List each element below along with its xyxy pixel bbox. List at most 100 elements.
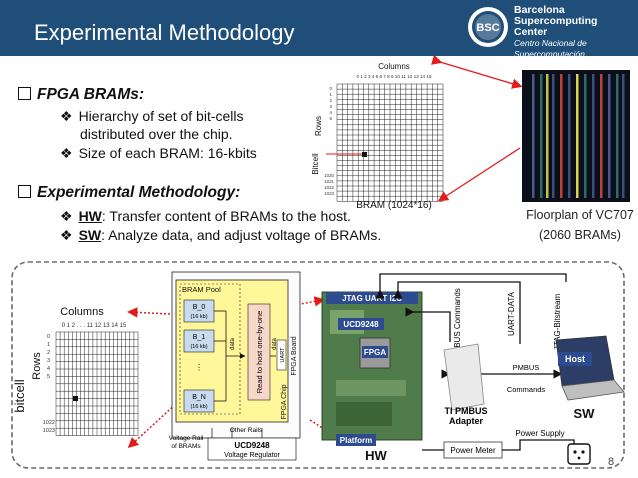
- voltage-rail-label: Voltage Rail: [169, 435, 204, 442]
- svg-text:0: 0: [330, 86, 333, 91]
- slide-title: Experimental Methodology: [34, 20, 295, 45]
- host-label: Host: [565, 354, 585, 364]
- jtag-bitstream-label: JTAG-Bitstream: [553, 294, 562, 351]
- floorplan-column: [546, 74, 549, 198]
- grid-columns-label: Columns: [378, 62, 410, 71]
- hw-sw-diagram: Columns 0 1 2 . . . 11 12 13 14 15 Rows …: [11, 261, 625, 469]
- pmbus-label-2: PMBUS: [513, 363, 540, 372]
- grid-col-ticks: 0 1 2 3 4 5 6 7 8 9 10 11 12 13 14 15: [356, 74, 431, 79]
- svg-text:(16 kb): (16 kb): [190, 344, 207, 350]
- svg-text:1022: 1022: [324, 185, 334, 190]
- page-number: 8: [608, 456, 615, 468]
- fpga-sub1: ❖Hierarchy of set of bit-cells: [60, 108, 244, 124]
- ucd-regulator-label: UCD9248: [234, 441, 270, 450]
- floorplan-columns: [532, 74, 625, 198]
- board-region: [336, 402, 392, 426]
- diamond-bullet-icon: ❖: [60, 108, 73, 124]
- fpga-board-label: FPGA Board: [291, 336, 298, 375]
- svg-text:1023: 1023: [324, 191, 334, 196]
- svg-text:5: 5: [47, 374, 50, 380]
- fpga-board-chip-label: FPGA: [364, 348, 386, 357]
- diagram-col-ticks: 0 1 2 . . . 11 12 13 14 15: [62, 323, 127, 329]
- bram-pool-label: BRAM Pool: [182, 285, 221, 294]
- checkbox-bullet-icon: [18, 185, 31, 198]
- floorplan-label: Floorplan of VC707: [526, 208, 634, 222]
- floorplan-column: [532, 74, 535, 198]
- floorplan-image: [522, 70, 630, 202]
- svg-text:1020: 1020: [324, 173, 334, 178]
- uart-label: UART: [280, 347, 286, 363]
- read-to-host-box: [247, 303, 271, 401]
- uart-data-label: UART-DATA: [507, 291, 516, 336]
- checkbox-bullet-icon: [18, 87, 31, 100]
- svg-text:2: 2: [47, 350, 50, 356]
- svg-text:1021: 1021: [324, 179, 334, 184]
- floorplan-column: [616, 74, 619, 198]
- fpga-badge: [362, 346, 388, 358]
- svg-text:1: 1: [47, 342, 50, 348]
- floorplan-column: [622, 74, 625, 198]
- svg-text:2: 2: [330, 98, 333, 103]
- ucd-board-badge: [338, 318, 384, 330]
- grid-selected-bitcell: [362, 152, 367, 157]
- svg-text:(16 kb): (16 kb): [190, 314, 207, 320]
- commands-label-2: Commands: [507, 385, 546, 394]
- floorplan-column: [576, 74, 579, 198]
- svg-text:4: 4: [330, 110, 333, 115]
- host-badge: [558, 352, 592, 366]
- floorplan-column: [560, 74, 563, 198]
- svg-text:B_N: B_N: [192, 394, 206, 401]
- diagram-row-ticks: 0 1 2 3 4 5 1022 1023: [43, 334, 55, 434]
- svg-text:1023: 1023: [43, 428, 55, 434]
- pmbus-adapter-device: [443, 343, 485, 411]
- bram-grid-figure: Columns 0 1 2 3 4 5 6 7 8 9 10 11 12 13 …: [311, 62, 444, 210]
- svg-text:0: 0: [47, 334, 50, 340]
- floorplan-column: [568, 74, 571, 198]
- hw-bullet: ❖HW: Transfer content of BRAMs to the ho…: [60, 208, 351, 224]
- diamond-bullet-icon: ❖: [60, 227, 73, 243]
- svg-text:1022: 1022: [43, 420, 55, 426]
- bsc-logo-icon: BSC: [468, 7, 508, 47]
- power-outlet-icon: [567, 443, 591, 465]
- bram-ellipsis: ⋮: [195, 363, 203, 372]
- logo-wordmark: Barcelona Supercomputing Center Centro N…: [514, 5, 638, 60]
- floorplan-count: (2060 BRAMs): [539, 228, 621, 242]
- data-bus-label: data: [230, 338, 236, 350]
- sw-label: SW: [574, 406, 596, 421]
- jtag-uart-i2c-label: JTAG UART I2C: [342, 294, 402, 303]
- svg-text:B_1: B_1: [193, 334, 206, 341]
- logo-line2: Supercomputing: [514, 15, 598, 27]
- platform-label: Platform: [340, 436, 372, 445]
- ucd-board-label: UCD9248: [343, 320, 379, 329]
- diagram-selected-bitcell: [73, 396, 78, 401]
- svg-text:3: 3: [330, 104, 333, 109]
- fpga-sub2: ❖Size of each BRAM: 16-kbits: [60, 145, 257, 161]
- grid-bram-label: BRAM (1024*16): [356, 200, 432, 210]
- data-out-label: data: [272, 338, 278, 350]
- power-supply-label: Power Supply: [515, 429, 564, 438]
- bram-grid: [336, 83, 444, 202]
- voltage-regulator-box: [207, 437, 297, 461]
- fpga-sub1-cont: distributed over the chip.: [80, 126, 233, 142]
- power-meter-label: Power Meter: [450, 446, 496, 455]
- diamond-bullet-icon: ❖: [60, 145, 73, 161]
- floorplan-column: [540, 74, 543, 198]
- diamond-bullet-icon: ❖: [60, 208, 73, 224]
- grid-bitcell-label: Bitcell: [311, 153, 320, 175]
- fpga-heading: FPGA BRAMs:: [18, 86, 144, 104]
- laptop-keyboard: [561, 379, 625, 401]
- board-region: [336, 380, 406, 396]
- method-heading: Experimental Methodology:: [18, 184, 240, 202]
- slide-header: [0, 0, 638, 56]
- other-rails-label: Other Rails: [230, 427, 263, 434]
- floorplan-column: [600, 74, 603, 198]
- fpga-chip-label: FPGA Chip: [281, 384, 288, 419]
- diagram-rows-label: Rows: [31, 352, 43, 380]
- voltage-regulator-label: Voltage Regulator: [224, 452, 280, 459]
- svg-text:3: 3: [47, 358, 50, 364]
- diagram-columns-label: Columns: [60, 306, 104, 318]
- logo-line4: Centro Nacional de Supercomputación: [514, 38, 587, 59]
- svg-text:1: 1: [330, 92, 333, 97]
- grid-row-ticks: 0 1 2 3 4 5 1020 1021 1022 1023: [324, 86, 334, 196]
